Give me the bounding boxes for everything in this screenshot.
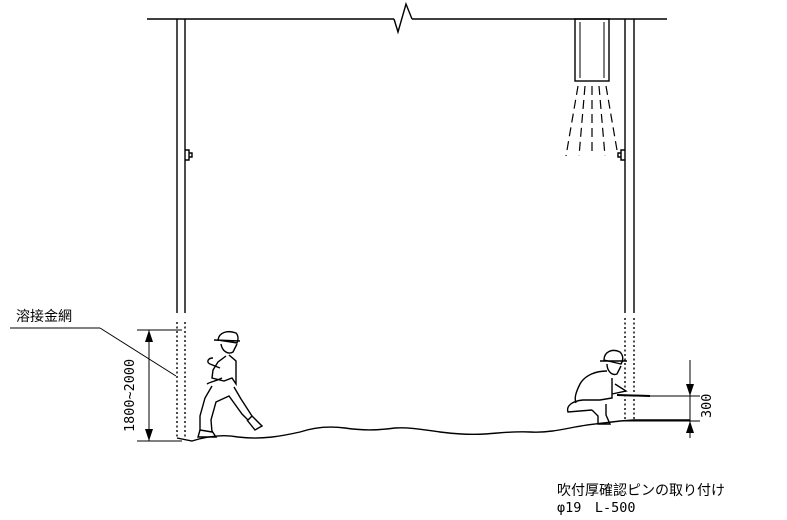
pin-caption: 吹付厚確認ピンの取り付け φ19 L-500 [557,483,725,516]
spray-nozzle [565,18,619,157]
height-range-label: 1800~2000 [122,359,138,432]
pin-marker-right [617,149,625,161]
pin-spec-label: φ19 L-500 [557,500,636,516]
left-wall [176,19,193,438]
walking-worker-figure [197,331,264,438]
crouching-worker-figure [566,349,651,425]
right-wall [617,19,635,420]
height-dimension: 1800~2000 [122,329,182,442]
pin-marker-left [185,149,193,161]
pin-title-label: 吹付厚確認ピンの取り付け [557,483,725,499]
mesh-callout: 溶接金網 [10,308,177,377]
gauge-height-label: 300 [699,394,715,418]
mesh-label: 溶接金網 [16,308,72,325]
crown-line [147,1,667,35]
ground-line [176,419,690,442]
